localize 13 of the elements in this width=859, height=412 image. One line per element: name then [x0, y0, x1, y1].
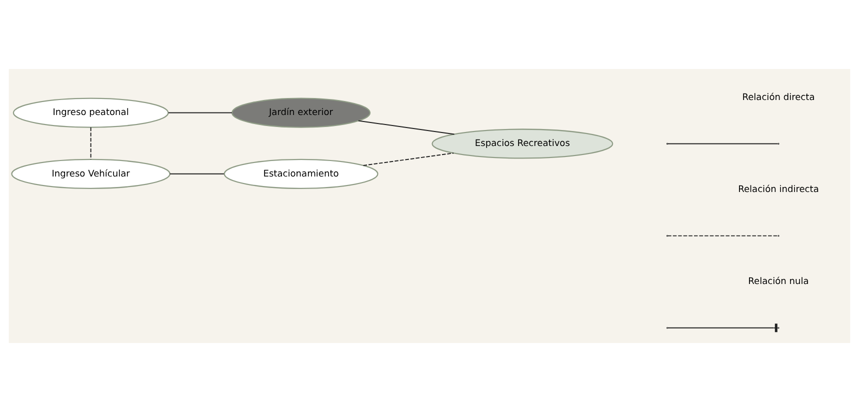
connector [358, 120, 455, 135]
node-ellipse: Ingreso Vehícular [11, 158, 170, 189]
node-ellipse: Espacios Recreativos [432, 128, 614, 159]
legend-label: Relación nula [748, 277, 809, 288]
node-ellipse: Estacionamiento [224, 158, 378, 189]
legend-label: Relación indirecta [738, 185, 819, 196]
node-ellipse: Jardín exterior [231, 98, 371, 128]
connector [90, 126, 92, 160]
node-ellipse: Ingreso peatonal [12, 98, 169, 128]
connector [362, 152, 454, 166]
connector [168, 112, 232, 114]
connector [169, 173, 224, 174]
legend-label: Relación directa [742, 93, 815, 104]
